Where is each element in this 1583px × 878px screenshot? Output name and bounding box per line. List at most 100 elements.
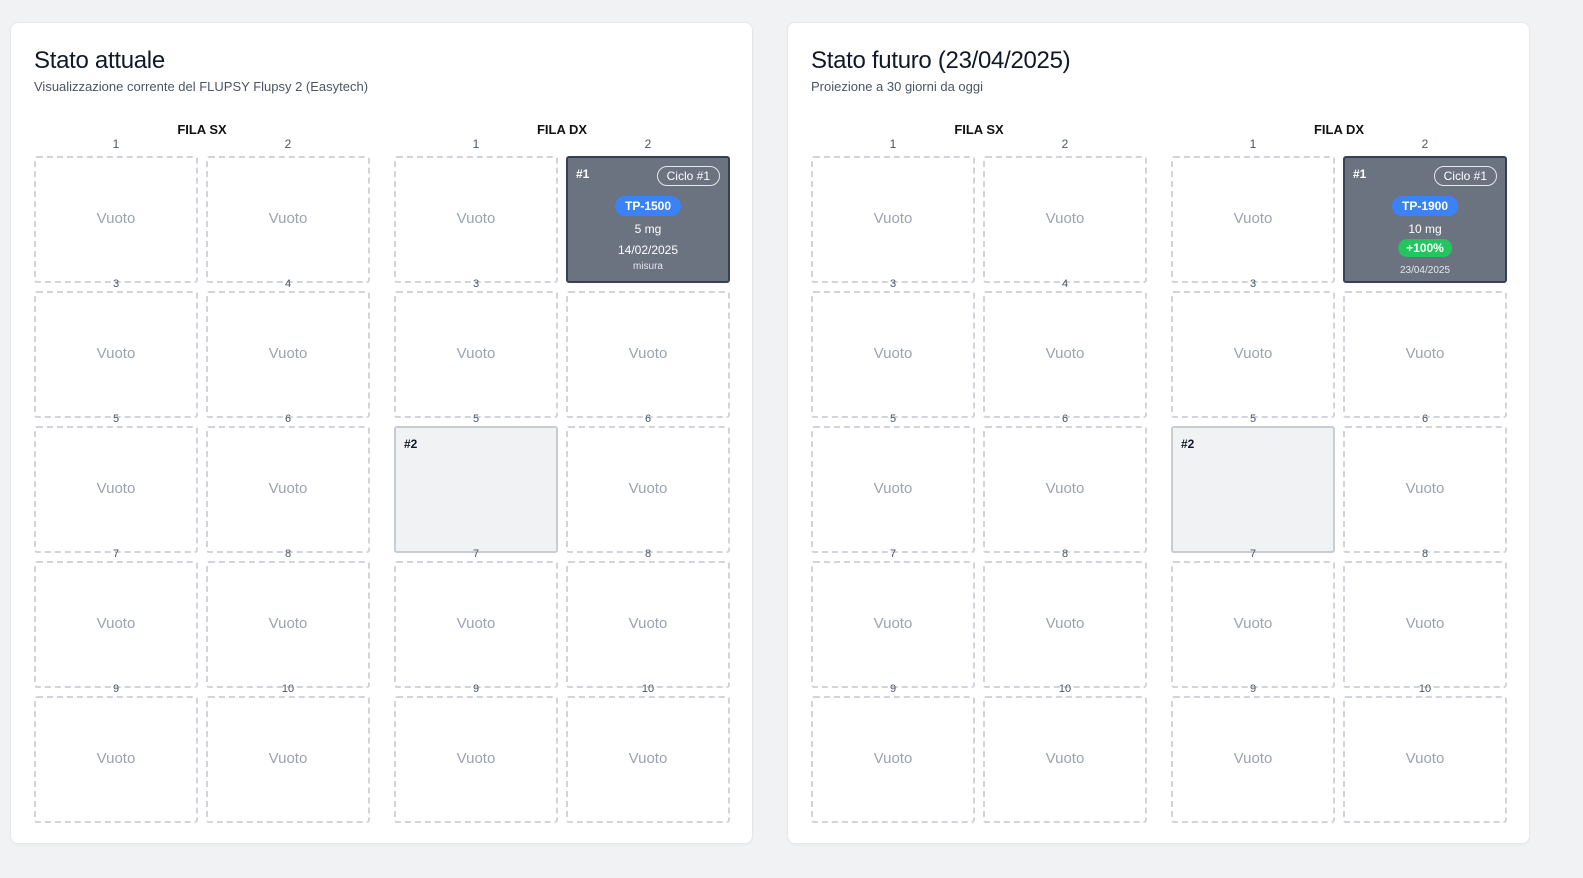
column-number: 2 (644, 137, 652, 151)
position-number: 7 (472, 548, 480, 560)
empty-label: Vuoto (1045, 750, 1085, 767)
position-number: 9 (889, 683, 897, 695)
column-number: 1 (472, 137, 480, 151)
column-number: 1 (889, 137, 897, 151)
row-title-sx: FILA SX (954, 122, 1004, 137)
empty-label: Vuoto (628, 345, 668, 362)
column-number: 2 (1061, 137, 1069, 151)
empty-label: Vuoto (96, 480, 136, 497)
basket-slot-empty[interactable]: Vuoto (394, 696, 558, 823)
basket-slot-empty[interactable]: Vuoto (34, 696, 198, 823)
empty-label: Vuoto (1233, 345, 1273, 362)
basket-card-1[interactable]: #1 Ciclo #1 TP-1500 5 mg 14/02/2025 misu… (566, 156, 730, 283)
position-number: 10 (1058, 683, 1072, 695)
cycle-badge[interactable]: Ciclo #1 (1433, 166, 1497, 186)
panel-subtitle: Proiezione a 30 giorni da oggi (811, 79, 984, 94)
column-number: 1 (1249, 137, 1257, 151)
position-number: 3 (112, 278, 120, 290)
basket-slot-empty[interactable]: Vuoto (566, 696, 730, 823)
basket-slot-empty[interactable]: Vuoto (206, 696, 370, 823)
basket-slot-empty[interactable]: Vuoto 5 (34, 291, 198, 425)
column-number: 2 (1421, 137, 1429, 151)
basket-number: #1 (1353, 167, 1367, 181)
basket-card-2[interactable]: #2 7 (1171, 426, 1335, 560)
empty-label: Vuoto (456, 750, 496, 767)
projected-weight: 10 mg (1408, 222, 1442, 236)
row-title-dx: FILA DX (536, 122, 588, 137)
basket-number: #1 (576, 167, 590, 181)
operation-date: 14/02/2025 (617, 243, 679, 257)
basket-slot-empty[interactable]: Vuoto (983, 696, 1147, 823)
empty-label: Vuoto (1233, 615, 1273, 632)
projection-date: 23/04/2025 (1399, 265, 1451, 276)
basket-card-2[interactable]: #2 7 (394, 426, 558, 560)
basket-slot-empty[interactable]: Vuoto (811, 696, 975, 823)
current-state-panel: Stato attuale Visualizzazione corrente d… (10, 22, 753, 844)
position-number: 7 (112, 548, 120, 560)
basket-slot-empty[interactable]: Vuoto 3 (811, 156, 975, 290)
empty-label: Vuoto (268, 750, 308, 767)
row-title-dx: FILA DX (1313, 122, 1365, 137)
basket-slot-empty[interactable]: Vuoto 6 (566, 291, 730, 425)
position-number: 9 (1249, 683, 1257, 695)
basket-number: #2 (1181, 437, 1195, 451)
basket-card-1-projected[interactable]: #1 Ciclo #1 TP-1900 10 mg +100% 23/04/20… (1343, 156, 1507, 283)
position-number: 8 (644, 548, 652, 560)
position-number: 6 (644, 413, 652, 425)
cycle-badge[interactable]: Ciclo #1 (656, 166, 720, 186)
position-number: 4 (284, 278, 292, 290)
position-number: 3 (1249, 278, 1257, 290)
position-number: 8 (1061, 548, 1069, 560)
empty-label: Vuoto (268, 615, 308, 632)
position-number: 5 (112, 413, 120, 425)
column-number: 1 (112, 137, 120, 151)
empty-label: Vuoto (873, 210, 913, 227)
basket-slot-empty[interactable]: Vuoto 7 (34, 426, 198, 560)
empty-label: Vuoto (873, 480, 913, 497)
empty-label: Vuoto (1045, 345, 1085, 362)
empty-label: Vuoto (96, 345, 136, 362)
size-badge: TP-1900 (1391, 196, 1459, 216)
position-number: 3 (889, 278, 897, 290)
basket-slot-empty[interactable]: Vuoto (1171, 696, 1335, 823)
basket-slot-empty[interactable]: Vuoto 9 (1171, 561, 1335, 695)
empty-label: Vuoto (456, 210, 496, 227)
column-number: 2 (284, 137, 292, 151)
panel-subtitle: Visualizzazione corrente del FLUPSY Flup… (34, 79, 369, 94)
position-number: 8 (284, 548, 292, 560)
empty-label: Vuoto (1045, 210, 1085, 227)
basket-slot-empty[interactable]: Vuoto 4 (983, 156, 1147, 290)
position-number: 4 (1061, 278, 1069, 290)
empty-label: Vuoto (1405, 480, 1445, 497)
basket-slot-empty[interactable]: Vuoto (1343, 696, 1507, 823)
position-number: 6 (1421, 413, 1429, 425)
empty-label: Vuoto (1405, 750, 1445, 767)
empty-label: Vuoto (628, 615, 668, 632)
future-state-panel: Stato futuro (23/04/2025) Proiezione a 3… (787, 22, 1530, 844)
empty-label: Vuoto (1233, 750, 1273, 767)
empty-label: Vuoto (628, 750, 668, 767)
empty-label: Vuoto (456, 345, 496, 362)
